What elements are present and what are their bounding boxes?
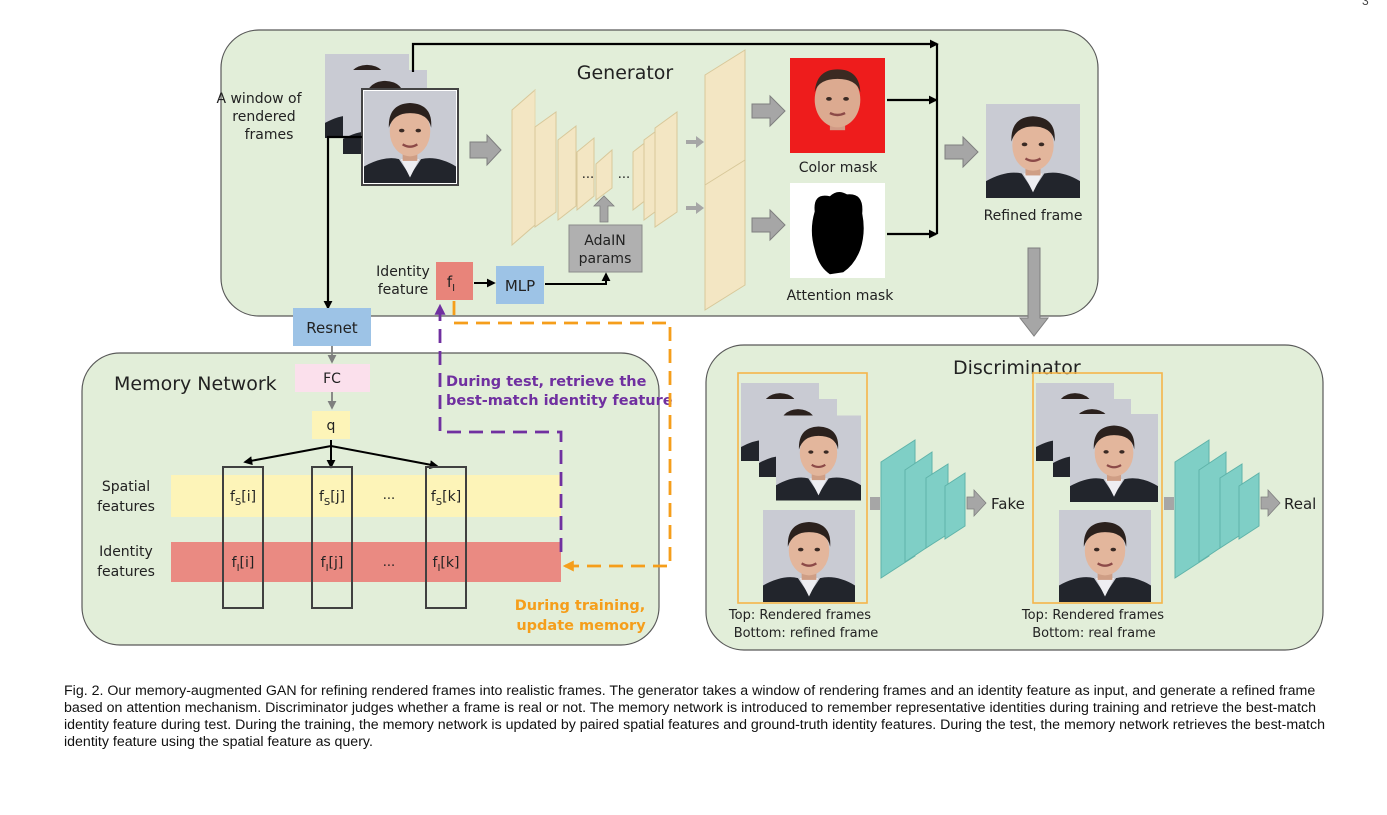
- input-label-line3: frames: [245, 127, 294, 143]
- real-stack-face-3: [1070, 412, 1158, 504]
- input-to-resnet-arrow: [323, 135, 362, 310]
- spatial-row-ellipsis: ...: [383, 488, 395, 503]
- to-attention-mask-arrow: [751, 208, 786, 242]
- mlp-box: [496, 266, 544, 304]
- fake-stack-face-3: [776, 414, 861, 502]
- page-number: 3: [1362, 0, 1369, 8]
- identity-features-label-line1: Identity: [99, 544, 153, 560]
- input-label-line2: rendered: [232, 109, 295, 125]
- identity-row-ellipsis: ...: [383, 555, 395, 570]
- fi-box: [436, 262, 473, 300]
- real-caption-line2: Bottom: real frame: [1032, 626, 1156, 641]
- generator-title: Generator: [577, 62, 674, 84]
- fake-label: Fake: [991, 495, 1025, 513]
- discriminator-title: Discriminator: [953, 357, 1081, 379]
- identity-feature-label-line2: feature: [378, 282, 429, 298]
- training-update-arrow: [452, 301, 672, 572]
- mlp-to-adain-arrow: [545, 272, 611, 285]
- memory-slot-i: [222, 466, 264, 609]
- q-label: q: [327, 418, 336, 434]
- fake-caption-line1: Top: Rendered frames: [728, 608, 871, 623]
- q-box: [312, 411, 350, 439]
- fc-label: FC: [323, 371, 341, 387]
- train-note-line1: During training,: [515, 598, 646, 614]
- color-mask-label: Color mask: [799, 160, 879, 176]
- identity-cell-k: fI[k]: [433, 555, 460, 574]
- spatial-cell-k: fS[k]: [431, 489, 461, 508]
- spatial-cell-j: fS[j]: [319, 489, 345, 508]
- memory-slot-k: [425, 466, 467, 609]
- attention-mask-image-icon: [790, 183, 885, 278]
- fake-refined-face: [763, 510, 855, 602]
- resnet-label: Resnet: [306, 319, 358, 337]
- input-to-generator-arrow: [469, 133, 502, 167]
- identity-cell-i: fI[i]: [232, 555, 255, 574]
- test-retrieval-arrow: [434, 303, 563, 552]
- attention-mask-label: Attention mask: [787, 288, 895, 304]
- identity-cell-j: fI[j]: [321, 555, 344, 574]
- spatial-features-label-line2: features: [97, 499, 155, 515]
- input-label-line1: A window of: [216, 91, 302, 107]
- discriminator-net-real: [1174, 439, 1260, 579]
- refined-frame-image-icon: [986, 104, 1080, 198]
- fake-to-net-arrow: [870, 497, 880, 510]
- adain-up-arrow: [593, 195, 615, 223]
- spatial-cell-i: fS[i]: [230, 489, 256, 508]
- test-note-line1: During test, retrieve the: [446, 374, 647, 390]
- discriminator-net-fake: [880, 439, 966, 579]
- branch-arrow-top: [686, 136, 704, 148]
- identity-features-band: [171, 542, 561, 582]
- fc-box: [295, 364, 370, 392]
- spatial-features-label-line1: Spatial: [102, 479, 150, 495]
- adain-params-box: [568, 224, 643, 273]
- real-label: Real: [1284, 495, 1316, 513]
- fake-caption-line2: Bottom: refined frame: [734, 626, 879, 641]
- spatial-features-band: [171, 475, 561, 517]
- figure-caption: Fig. 2. Our memory-augmented GAN for ref…: [64, 683, 1325, 750]
- to-refined-frame-arrow: [944, 135, 979, 169]
- color-mask-image-icon: [790, 58, 885, 153]
- q-to-slot-k-arrow: [330, 445, 439, 470]
- identity-features-label-line2: features: [97, 564, 155, 580]
- skip-connection-arrow: [411, 39, 939, 72]
- real-face: [1059, 510, 1151, 602]
- real-input-frame: [1032, 372, 1163, 604]
- adain-label-line2: params: [579, 251, 632, 267]
- face-photo-icon: [364, 91, 456, 183]
- fake-output-arrow: [966, 488, 987, 518]
- mlp-label: MLP: [505, 277, 535, 295]
- fi-label: fI: [447, 273, 455, 294]
- identity-feature-label-line1: Identity: [376, 264, 430, 280]
- fake-input-frame: [737, 372, 868, 604]
- decoder-ellipsis: ...: [618, 167, 630, 182]
- diagram: Generator A window of rendered frames ..…: [81, 29, 1324, 651]
- input-frame-stack: [325, 54, 459, 186]
- test-note-line2: best-match identity feature: [446, 393, 673, 409]
- real-caption-line1: Top: Rendered frames: [1021, 608, 1164, 623]
- encoder-ellipsis: ...: [582, 167, 594, 182]
- to-color-mask-arrow: [751, 94, 786, 128]
- adain-label-line1: AdaIN: [584, 233, 625, 249]
- memory-network-title: Memory Network: [114, 373, 277, 395]
- refined-frame-label: Refined frame: [984, 208, 1083, 224]
- real-output-arrow: [1260, 488, 1281, 518]
- resnet-box: [293, 308, 371, 346]
- memory-slot-j: [311, 466, 353, 609]
- generator-layers: [511, 49, 746, 311]
- train-note-line2: update memory: [516, 618, 646, 634]
- branch-arrow-bottom: [686, 202, 704, 214]
- refined-to-discriminator-arrow: [1018, 247, 1050, 337]
- real-to-net-arrow: [1164, 497, 1174, 510]
